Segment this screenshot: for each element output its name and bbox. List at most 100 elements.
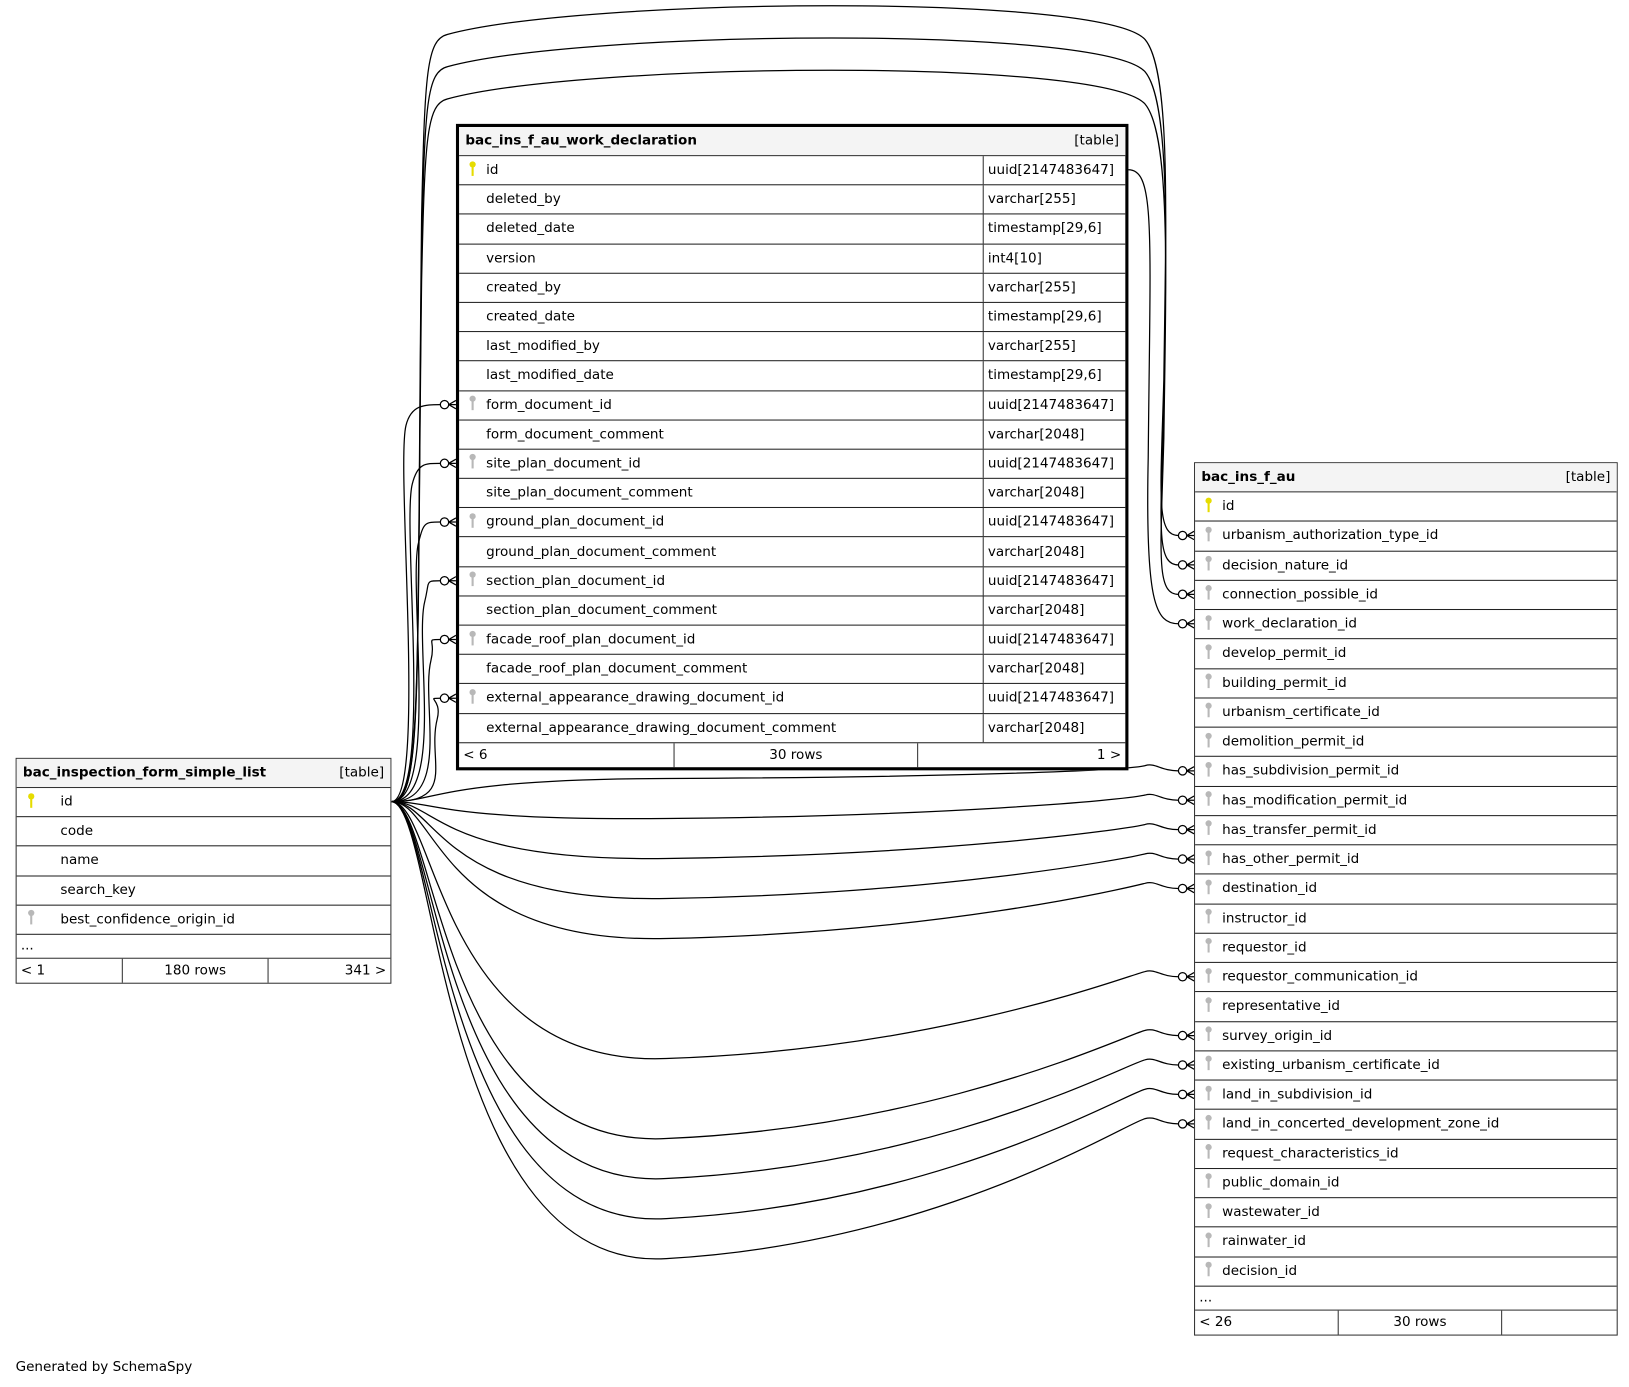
parents-count[interactable]: < 1 [20, 962, 46, 979]
column-row[interactable]: has_transfer_permit_id [1195, 816, 1617, 846]
column-name: land_in_concerted_development_zone_id [1222, 1116, 1500, 1132]
column-row[interactable]: best_confidence_origin_id [16, 905, 391, 935]
column-row[interactable]: name [16, 847, 391, 877]
column-row[interactable]: id [1195, 492, 1617, 522]
column-row[interactable]: code [16, 817, 391, 847]
zero-cardinality-icon [1177, 766, 1188, 776]
generated-by-note: Generated by SchemaSpy [15, 1359, 193, 1376]
foreign-key-icon [27, 909, 35, 930]
zero-cardinality-icon [439, 575, 450, 586]
zero-cardinality-icon [439, 399, 450, 410]
table-name[interactable]: bac_inspection_form_simple_list [22, 765, 267, 781]
column-row[interactable]: land_in_subdivision_id [1195, 1081, 1617, 1110]
table-header[interactable]: bac_ins_f_au_work_declaration[table] [459, 127, 1126, 157]
column-row[interactable]: id [16, 788, 391, 818]
foreign-key-icon [1204, 731, 1212, 752]
foreign-key-icon [468, 512, 476, 533]
column-row[interactable]: work_declaration_id [1195, 610, 1617, 640]
column-row[interactable]: decision_nature_id [1195, 551, 1617, 581]
parents-count[interactable]: < 6 [463, 747, 488, 763]
column-name: facade_roof_plan_document_comment [486, 661, 748, 677]
more-columns: ... [1195, 1286, 1617, 1311]
crows-foot-icon [1186, 883, 1195, 894]
column-row[interactable]: instructor_id [1195, 904, 1617, 934]
crows-foot-icon [1186, 589, 1195, 600]
column-name: best_confidence_origin_id [60, 911, 235, 928]
column-row[interactable]: has_modification_permit_id [1195, 786, 1617, 816]
table-bac-inspection-form-simple-list[interactable]: bac_inspection_form_simple_list[table]id… [15, 757, 392, 984]
column-row[interactable]: has_other_permit_id [1195, 845, 1617, 875]
column-row[interactable]: urbanism_authorization_type_id [1195, 522, 1617, 552]
column-row[interactable]: has_subdivision_permit_id [1195, 757, 1617, 787]
table-header[interactable]: bac_ins_f_au [table] [1195, 463, 1617, 493]
column-row[interactable]: rainwater_id [1195, 1228, 1617, 1258]
column-type: timestamp[29,6] [982, 214, 1126, 244]
foreign-key-icon [1204, 1143, 1212, 1164]
column-row[interactable]: requestor_communication_id [1195, 963, 1617, 993]
column-row[interactable]: survey_origin_id [1195, 1022, 1617, 1052]
column-row[interactable]: search_key [16, 876, 391, 906]
children-count[interactable]: 1 > [917, 743, 1125, 767]
column-row[interactable]: existing_urbanism_certificate_id [1195, 1051, 1617, 1081]
column-row[interactable]: request_characteristics_id [1195, 1139, 1617, 1169]
children-count[interactable] [1501, 1310, 1617, 1335]
table-kind: [table] [1565, 469, 1611, 486]
table-name[interactable]: bac_ins_f_au [1201, 469, 1296, 486]
relationship-edge [391, 764, 1179, 803]
column-type: timestamp[29,6] [982, 302, 1126, 332]
column-row[interactable]: destination_id [1195, 875, 1617, 905]
column-row[interactable]: public_domain_id [1195, 1169, 1617, 1199]
column-name: has_modification_permit_id [1222, 792, 1408, 809]
column-row[interactable]: wastewater_id [1195, 1198, 1617, 1228]
crows-foot-icon [1186, 972, 1195, 982]
column-row[interactable]: demolition_permit_id [1195, 728, 1617, 758]
zero-cardinality-icon [1177, 530, 1188, 541]
column-name: survey_origin_id [1222, 1028, 1333, 1044]
foreign-key-icon [1204, 526, 1212, 547]
table-name[interactable]: bac_ins_f_au_work_declaration [465, 133, 697, 149]
table-header[interactable]: bac_inspection_form_simple_list[table] [16, 758, 391, 789]
column-row[interactable]: develop_permit_id [1195, 639, 1617, 669]
parents-count[interactable]: < 26 [1199, 1314, 1233, 1331]
foreign-key-icon [1204, 702, 1212, 723]
column-row[interactable]: decision_id [1195, 1257, 1617, 1287]
column-row[interactable]: land_in_concerted_development_zone_id [1195, 1110, 1617, 1140]
column-name: section_plan_document_comment [486, 602, 717, 619]
column-row[interactable]: connection_possible_id [1195, 581, 1617, 611]
column-row[interactable]: external_appearance_drawing_document_com… [459, 713, 1126, 744]
children-count[interactable]: 341 > [267, 958, 391, 983]
column-row[interactable]: representative_id [1195, 992, 1617, 1022]
column-name: urbanism_certificate_id [1222, 704, 1380, 721]
primary-key-icon [468, 160, 476, 181]
column-name: decision_id [1222, 1263, 1298, 1279]
column-row[interactable]: urbanism_certificate_id [1195, 698, 1617, 728]
zero-cardinality-icon [1177, 883, 1188, 894]
column-row[interactable]: requestor_id [1195, 934, 1617, 963]
column-row[interactable]: building_permit_id [1195, 669, 1617, 699]
foreign-key-icon [1204, 1173, 1212, 1194]
